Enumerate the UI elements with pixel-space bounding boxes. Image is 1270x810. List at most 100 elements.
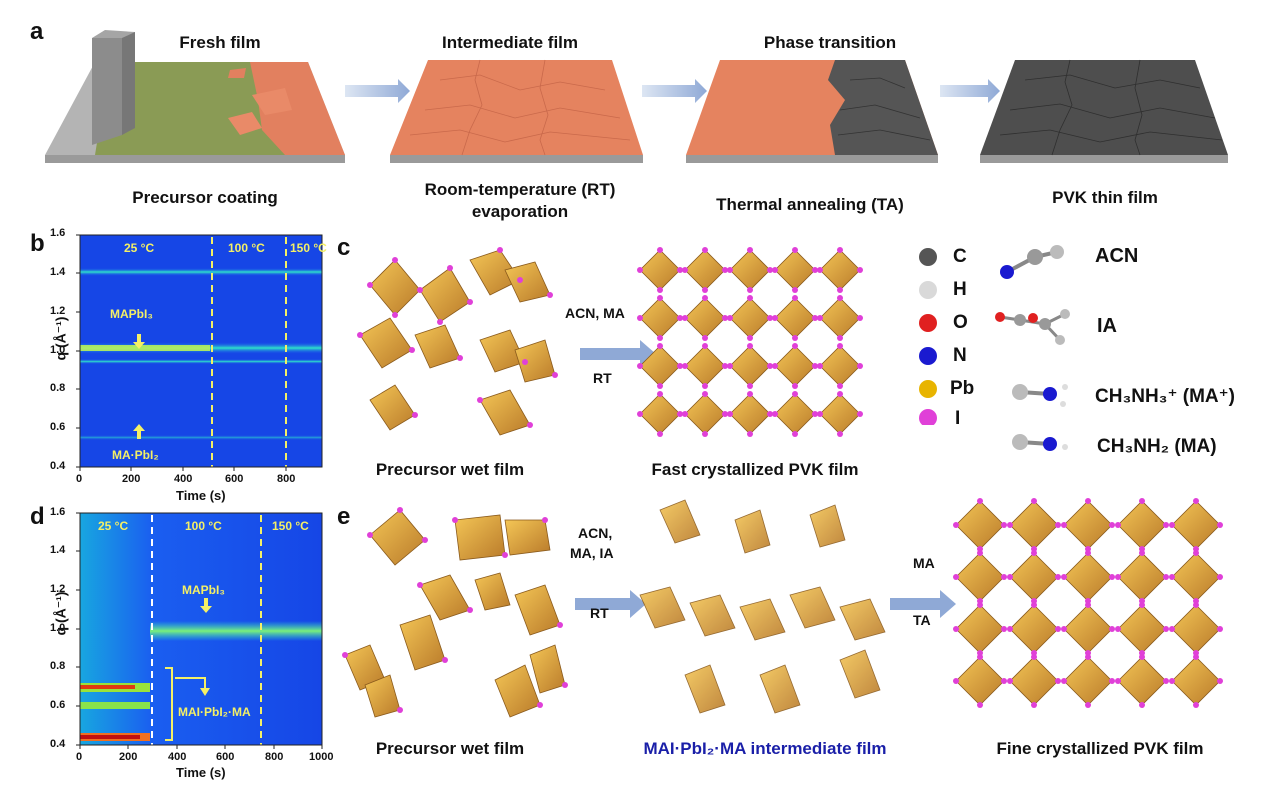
b-ytick-0.4: 0.4	[50, 460, 66, 472]
octahedron	[1009, 500, 1059, 550]
molecule-acn-label: ACN	[1095, 245, 1139, 267]
panel-d-letter: d	[30, 503, 45, 530]
iodine-atom	[1193, 550, 1199, 556]
b-xtick-400: 400	[174, 473, 193, 485]
d-ytick-0.8: 0.8	[50, 660, 66, 672]
iodine-atom	[857, 411, 863, 417]
caption-thermal-annealing: Thermal annealing (TA)	[716, 195, 904, 214]
e-arrow2-top: MA	[913, 555, 935, 571]
iodine-atom	[772, 363, 778, 369]
e-caption-wet-film: Precursor wet film	[375, 739, 525, 758]
octahedron	[1009, 604, 1059, 654]
octahedron	[1063, 656, 1113, 706]
c-arrow	[580, 340, 656, 368]
d-temp-150: 150 °C	[272, 519, 309, 533]
iodine-atom	[1061, 574, 1067, 580]
iodine-atom	[747, 247, 753, 253]
iodine-atom	[1007, 678, 1013, 684]
iodine-atom	[747, 391, 753, 397]
b-label-ma-pbi2: MA·PbI₂	[112, 448, 159, 462]
iodine-atom	[677, 411, 683, 417]
d-xtick-800: 800	[265, 751, 284, 763]
iodine-atom	[837, 343, 843, 349]
b-ytick-1.6: 1.6	[50, 227, 66, 239]
iodine-atom	[747, 295, 753, 301]
panel-a-film-illustrations	[45, 30, 1228, 163]
panel-b-heatmap	[76, 234, 323, 471]
octahedron	[955, 656, 1005, 706]
ma-plus-molecule	[1012, 384, 1068, 407]
iodine-atom	[767, 267, 773, 273]
iodine-atom	[1061, 626, 1067, 632]
intermediate-film-illustration	[390, 59, 643, 163]
c-wet-film-octahedra	[357, 247, 558, 436]
iodine-atom	[727, 315, 733, 321]
iodine-atom	[817, 411, 823, 417]
legend-o: O	[953, 312, 968, 333]
octahedron	[639, 393, 681, 435]
panel-c-letter: c	[337, 234, 351, 261]
iodine-atom	[1163, 574, 1169, 580]
octahedron	[684, 345, 726, 387]
d-ytick-0.4: 0.4	[50, 738, 66, 750]
iodine-atom	[953, 574, 959, 580]
iodine-atom	[1055, 522, 1061, 528]
iodine-atom	[977, 498, 983, 504]
iodine-atom	[792, 247, 798, 253]
iodine-atom	[657, 383, 663, 389]
iodine-atom	[1109, 626, 1115, 632]
octahedron	[1117, 604, 1167, 654]
b-label-mapbi3: MAPbI₃	[110, 307, 153, 321]
iodine-atom	[1169, 678, 1175, 684]
iodine-atom	[1139, 654, 1145, 660]
iodine-atom	[1193, 654, 1199, 660]
iodine-atom	[747, 343, 753, 349]
fresh-film-illustration	[45, 30, 345, 163]
legend-h: H	[953, 279, 967, 300]
e-arrow-1	[575, 590, 646, 618]
iodine-atom	[727, 411, 733, 417]
iodine-atom	[1007, 626, 1013, 632]
iodine-atom	[792, 335, 798, 341]
caption-rt-line1: Room-temperature (RT)	[424, 180, 616, 199]
octahedron	[955, 552, 1005, 602]
panel-b-letter: b	[30, 230, 45, 257]
iodine-atom	[747, 431, 753, 437]
octahedron	[1009, 656, 1059, 706]
header-fresh-film: Fresh film	[179, 33, 261, 52]
iodine-atom	[792, 287, 798, 293]
iodine-atom	[637, 267, 643, 273]
iodine-atom	[702, 295, 708, 301]
iodine-atom	[1139, 498, 1145, 504]
panel-d-xlabel: Time (s)	[176, 765, 226, 780]
octahedron	[774, 345, 816, 387]
d-ytick-1.0: 1.0	[50, 622, 66, 634]
iodine-atom	[677, 315, 683, 321]
d-ytick-1.6: 1.6	[50, 506, 66, 518]
d-ytick-1.2: 1.2	[50, 583, 66, 595]
ia-molecule	[995, 309, 1070, 345]
panel-b-xlabel: Time (s)	[176, 488, 226, 503]
panel-e-letter: e	[337, 503, 351, 530]
iodine-atom	[1001, 678, 1007, 684]
iodine-atom	[1085, 550, 1091, 556]
iodine-atom	[1139, 550, 1145, 556]
iodine-atom	[857, 267, 863, 273]
iodine-atom	[792, 343, 798, 349]
e-wet-film-octahedra	[342, 507, 568, 718]
iodine-atom	[677, 267, 683, 273]
molecule-ia-label: IA	[1097, 315, 1117, 337]
octahedron	[729, 297, 771, 339]
iodine-atom	[747, 335, 753, 341]
iodine-atom	[657, 431, 663, 437]
d-temp-25: 25 °C	[98, 519, 129, 533]
d-temp-100: 100 °C	[185, 519, 222, 533]
iodine-atom	[1007, 522, 1013, 528]
e-arrow1-top-line1: ACN,	[578, 525, 613, 541]
b-ytick-1.2: 1.2	[50, 305, 66, 317]
d-label-mapbi3: MAPbI₃	[182, 583, 225, 597]
c-arrow-bottom: RT	[593, 370, 612, 386]
octahedron	[639, 249, 681, 291]
c-right-caption: Fast crystallized PVK film	[651, 460, 859, 479]
iodine-atom	[1007, 574, 1013, 580]
